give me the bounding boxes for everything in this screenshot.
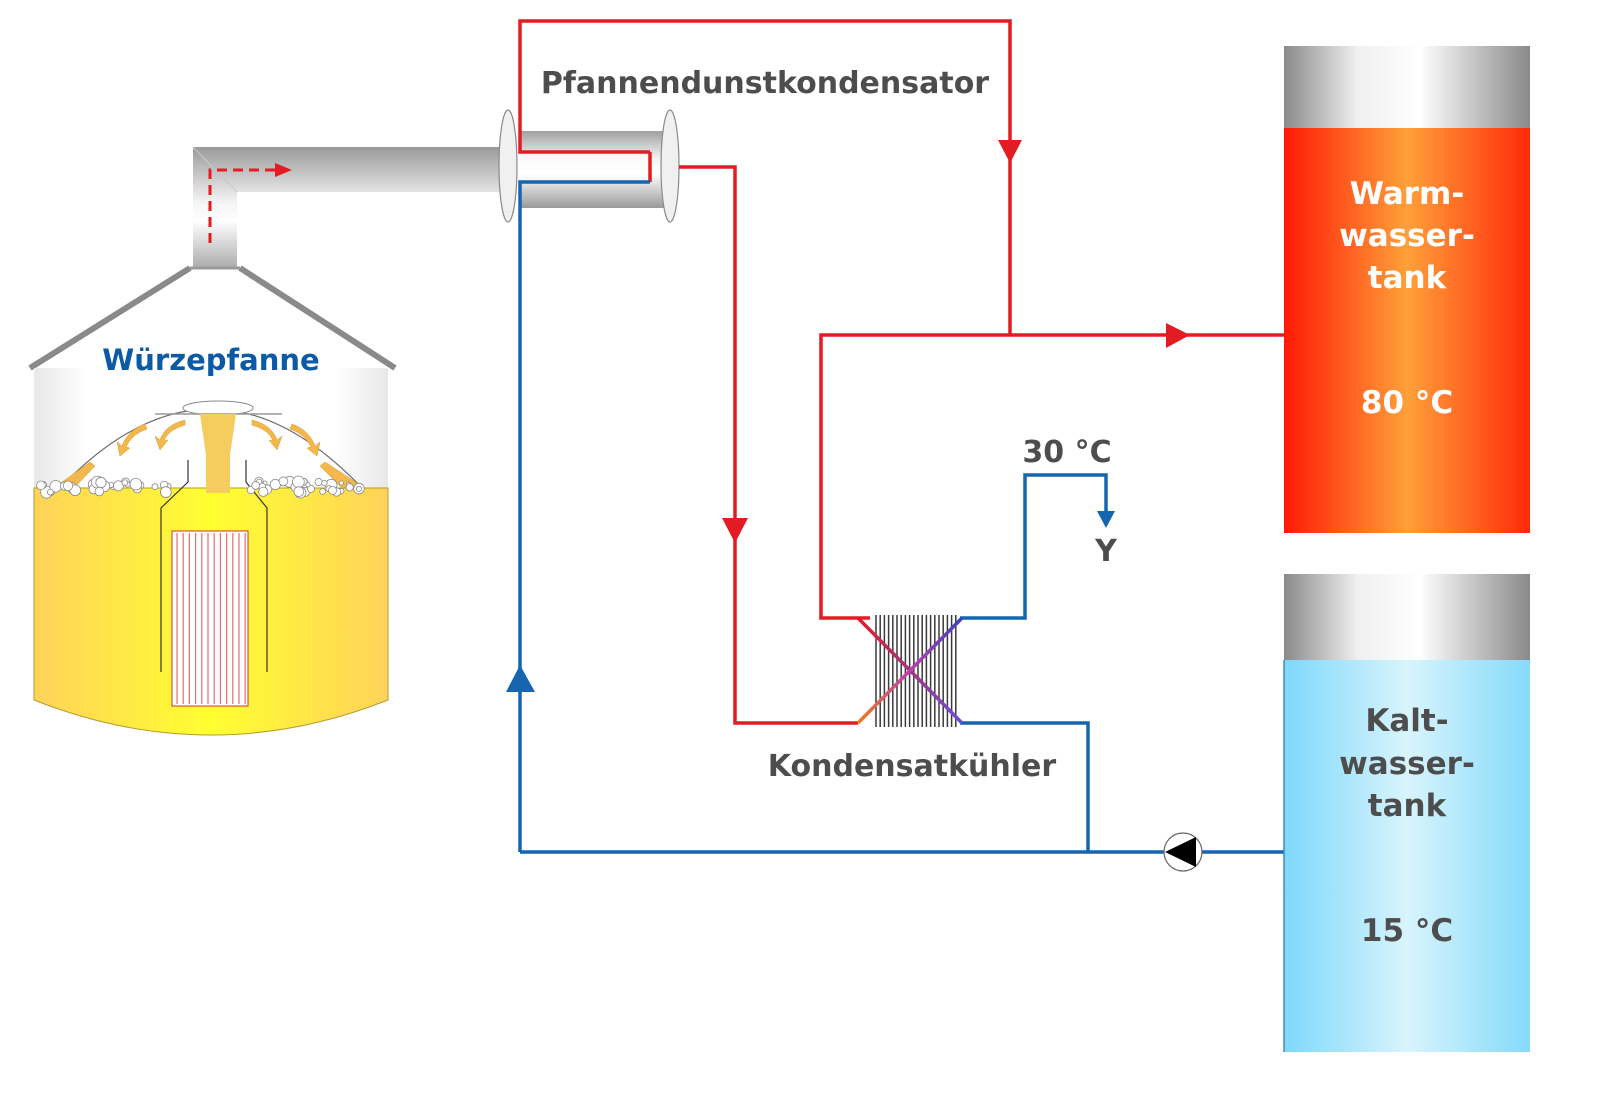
foam-bubble [338,480,344,486]
cold-branch-line [960,721,1090,852]
outlet-marker: Y [1094,534,1118,569]
condensate-arrow [722,518,748,543]
foam-bubble [319,488,326,495]
kettle-roof [30,268,395,370]
foam-bubble [314,478,323,487]
vapor-flow-arrow [208,163,292,243]
pump-direction-icon [1165,837,1196,867]
foam-bubble [95,476,107,489]
heated-water-arrow [1166,323,1190,348]
hot-bypass-line [518,19,1012,335]
kettle: Würzepfanne [28,146,508,736]
foam-bubble [292,475,305,489]
foam-bubble [121,479,129,486]
cooled-condensate-line [960,473,1108,620]
vapor-condenser-label: Pfannendunstkondensator [541,66,989,101]
cold-inlet-line-condenser [518,180,650,852]
foam-bubble [251,481,260,490]
foam-bubble [345,483,354,492]
condenser-flange-left [498,109,518,223]
warm-tank-label-line1: Warm- [1350,176,1464,212]
foam-bubble [46,488,54,496]
cold-up-arrow [506,665,535,692]
condensate-cooler-label: Kondensatkühler [768,749,1057,784]
warm-water-tank: Warm- wasser- tank 80 °C [1284,46,1530,533]
cold-water-tank: Kalt- wasser- tank 15 °C [1283,574,1530,1052]
foam-bubble [62,480,74,491]
cold-tank-label-line1: Kalt- [1365,703,1448,739]
condensate-line [679,165,858,725]
outlet-arrow [1097,511,1115,528]
warm-tank-temperature: 80 °C [1361,385,1453,421]
cold-tank-temperature: 15 °C [1361,913,1453,949]
foam-bubble [258,486,269,497]
foam-bubble [112,480,124,492]
cold-tank-label-line3: tank [1368,788,1448,824]
condensate-cooler: Kondensatkühler [768,615,1057,784]
warm-tank-label-line2: wasser- [1339,218,1475,254]
cold-tank-label-line2: wasser- [1339,746,1475,782]
foam-bubbles [36,475,365,499]
foam-bubble [355,485,362,492]
foam-bubble [307,484,316,493]
heater-tubes [171,530,249,707]
foam-bubble [151,483,159,490]
foam-bubble [129,477,143,491]
warm-tank-label-line3: tank [1368,260,1448,296]
foam-bubble [321,479,328,487]
vapor-pipe [193,147,508,270]
condenser-flange-right [660,109,680,223]
foam-bubble [305,482,311,488]
outlet-temperature: 30 °C [1022,435,1111,470]
cooler-plates [875,615,957,727]
foam-bubble [94,486,105,497]
foam-bubble [328,485,337,495]
inner-boiler-funnel [200,414,236,455]
foam-bubble [278,476,289,487]
heater-frame [171,530,249,707]
heated-water-line [819,333,1284,620]
kettle-label: Würzepfanne [102,343,319,377]
foam-bubble [160,486,172,498]
hot-bypass-arrow [998,140,1022,163]
foam-bubble [36,480,46,491]
foam-bubble [293,486,305,497]
pump[interactable] [1163,832,1203,872]
vapor-condenser: Pfannendunstkondensator [498,66,989,223]
